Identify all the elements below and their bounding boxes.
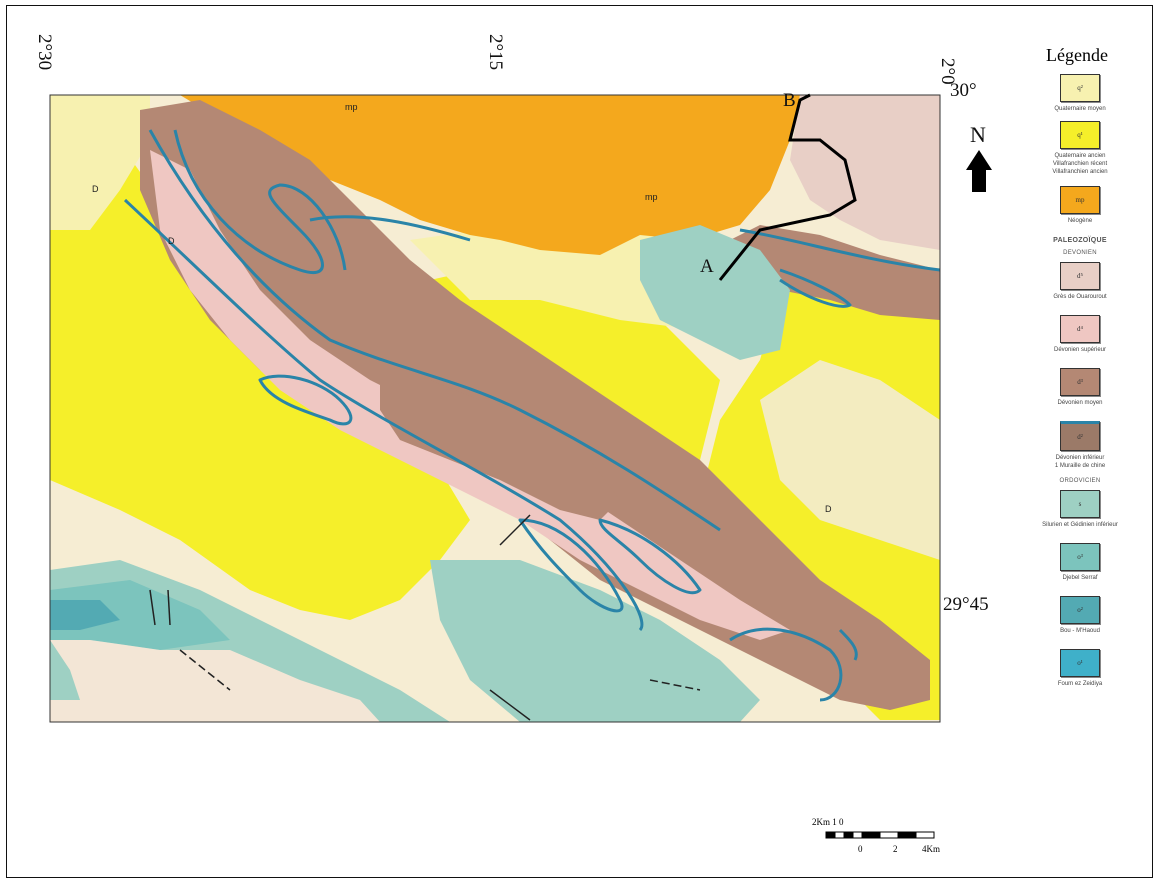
legend-swatch-q1: q¹ [1060, 121, 1100, 149]
legend-item-d2: d² Dévonien inférieur 1 Muraille de chin… [1010, 421, 1150, 470]
unit-d3-ne [720, 225, 940, 320]
legend-label-d3: Dévonien moyen [1057, 400, 1103, 406]
scale-bar [825, 831, 935, 839]
legend-label-d4: Dévonien supérieur [1053, 347, 1107, 353]
legend-swatch-o3: o³ [1060, 543, 1100, 571]
scale-label-four: 4Km [922, 844, 940, 854]
legend-label-d2b: 1 Muraille de chine [1054, 463, 1106, 469]
legend-label-q1b: Villafranchien récent [1052, 161, 1108, 167]
legend-swatch-d5: d⁵ [1060, 262, 1100, 290]
legend-item-o2: o² Bou - M'Haoud [1010, 596, 1150, 635]
legend-item-q1: q¹ Quaternaire ancien Villafranchien réc… [1010, 121, 1150, 176]
legend: Légende q² Quaternaire moyen q¹ Quaterna… [1010, 45, 1150, 692]
legend-item-d3: d³ Dévonien moyen [1010, 368, 1150, 407]
section-line-ab [718, 93, 857, 281]
scale-label-zero: 0 [858, 844, 863, 854]
unit-q2-west [50, 95, 150, 230]
scale-label-top: 2Km 1 0 [812, 817, 844, 827]
fold-line-8 [739, 228, 940, 272]
legend-swatch-d3: d³ [1060, 368, 1100, 396]
north-arrow-icon [966, 150, 992, 192]
unit-s-north [640, 225, 790, 360]
legend-label-q1: Quaternaire ancien [1054, 153, 1106, 159]
unit-d3-inner [380, 380, 620, 520]
legend-swatch-o2: o² [1060, 596, 1100, 624]
fault-1 [499, 514, 531, 546]
coord-top-right-vertical: 2°0 [937, 58, 958, 85]
fault-6 [649, 679, 701, 691]
unit-q1-west [50, 130, 470, 620]
coord-top-left: 2°30 [34, 34, 55, 71]
unit-o1-sw [50, 600, 120, 630]
coord-top-right: 30° [950, 80, 977, 101]
label-d-2: D [168, 236, 175, 246]
fault-3 [167, 589, 171, 626]
legend-label-mp: Néogène [1067, 218, 1093, 224]
legend-title: Légende [1046, 45, 1108, 65]
legend-label-q2: Quaternaire moyen [1054, 106, 1106, 112]
legend-heading-devonien: DEVONIEN [1063, 250, 1097, 256]
north-label: N [970, 122, 986, 147]
legend-label-s: Silurien et Gédinien inférieur [1042, 522, 1118, 528]
legend-heading-ordovicien: ORDOVICIEN [1059, 478, 1101, 484]
legend-item-mp: mp Néogène [1010, 186, 1150, 225]
legend-label-o1: Foum ez Zeidiya [1057, 681, 1103, 687]
unit-mp [180, 95, 800, 255]
legend-item-o1: o¹ Foum ez Zeidiya [1010, 649, 1150, 688]
legend-swatch-mp: mp [1060, 186, 1100, 214]
legend-label-d2: Dévonien inférieur [1055, 455, 1105, 461]
label-mp-1: mp [345, 102, 358, 112]
legend-label-o2: Bou - M'Haoud [1060, 628, 1100, 634]
section-label-a: A [700, 256, 714, 277]
fold-line-7 [598, 518, 702, 595]
fault-4 [489, 689, 531, 721]
label-mp-2: mp [645, 192, 658, 202]
legend-item-d5: d⁵ Grès de Ouarourout [1010, 262, 1150, 301]
legend-swatch-q2: q² [1060, 74, 1100, 102]
legend-label-o3: Djebel Serraf [1062, 575, 1098, 581]
coord-right-mid: 29°45 [943, 594, 989, 615]
fold-line-2 [123, 198, 644, 632]
fold-line-3 [148, 129, 721, 532]
fold-line-5 [309, 215, 471, 242]
scale-label-two: 2 [893, 844, 898, 854]
legend-heading-paleozoique: PALEOZOÏQUE [1053, 237, 1107, 244]
label-d-3: D [825, 504, 832, 514]
unit-o2-sw [50, 580, 230, 650]
fold-line-10 [729, 627, 843, 702]
unit-s-south [430, 560, 760, 722]
figure-frame [6, 5, 1153, 878]
section-label-b: B [783, 90, 796, 111]
unit-alluvium [50, 640, 380, 722]
fold-line-1 [173, 129, 347, 275]
unit-d4-main [150, 150, 790, 640]
fold-line-9 [779, 268, 852, 308]
legend-item-d4: d⁴ Dévonien supérieur [1010, 315, 1150, 354]
unit-d5-ne [790, 95, 940, 250]
fold-line-4 [258, 374, 353, 426]
legend-swatch-s: s [1060, 490, 1100, 518]
fold-line-6 [518, 518, 624, 613]
coord-top-mid: 2°15 [485, 34, 506, 71]
unit-q2-east [760, 360, 940, 560]
legend-item-s: s Silurien et Gédinien inférieur [1010, 490, 1150, 529]
legend-item-q2: q² Quaternaire moyen [1010, 74, 1150, 113]
unit-d3-main [140, 100, 930, 710]
legend-label-d5: Grès de Ouarourout [1053, 294, 1107, 300]
fault-5 [179, 649, 231, 691]
legend-swatch-o1: o¹ [1060, 649, 1100, 677]
fold-line-11 [838, 628, 858, 661]
label-d-1: D [92, 184, 99, 194]
legend-swatch-d2: d² [1060, 421, 1100, 451]
map-border [49, 94, 941, 723]
fault-2 [149, 589, 156, 626]
legend-swatch-d4: d⁴ [1060, 315, 1100, 343]
legend-label-q1c: Villafranchien ancien [1052, 169, 1108, 175]
legend-item-o3: o³ Djebel Serraf [1010, 543, 1150, 582]
